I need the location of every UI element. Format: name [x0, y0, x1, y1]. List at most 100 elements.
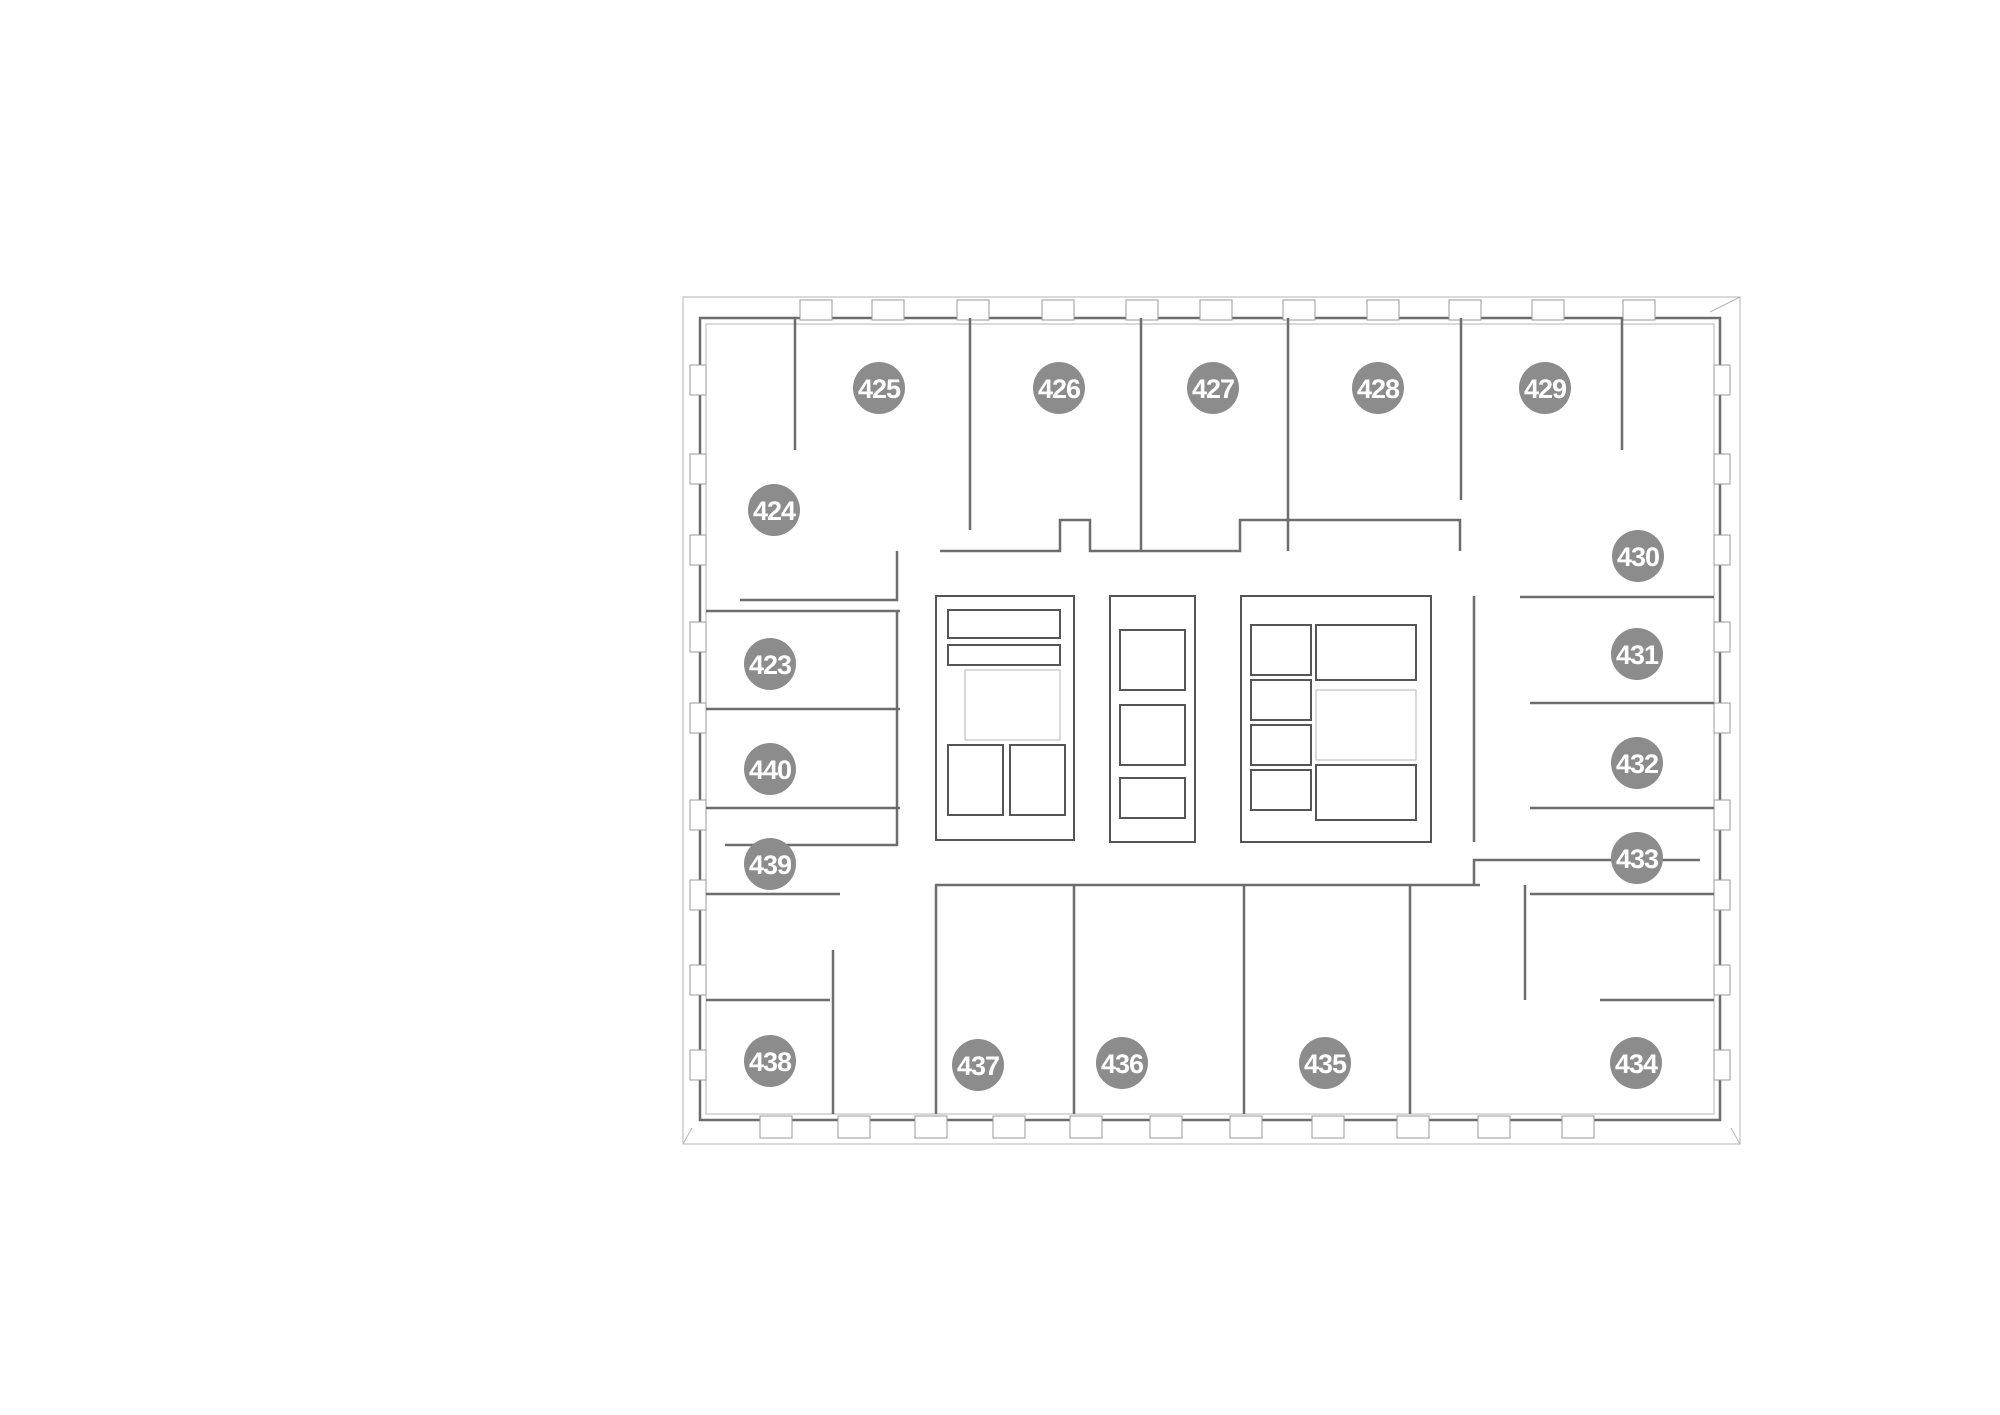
unit-number: 440: [749, 755, 791, 785]
unit-badges: 425 426 427 428 429 424 430 423 431 440 432 439 433 4…: [744, 362, 1664, 1091]
unit-badge-425[interactable]: 425: [853, 362, 905, 414]
unit-badge-436[interactable]: 436: [1096, 1037, 1148, 1089]
window: [1622, 299, 1656, 321]
stair-right: [1315, 689, 1417, 761]
badge-circle: [744, 838, 796, 890]
badge-circle: [744, 1035, 796, 1087]
unit-badge-428[interactable]: 428: [1352, 362, 1404, 414]
window: [1713, 964, 1731, 996]
badge-circle: [1611, 628, 1663, 680]
window: [689, 364, 707, 396]
window: [1282, 299, 1316, 321]
badge-circle: [1299, 1037, 1351, 1089]
outer-frame: [682, 296, 1741, 1145]
window: [689, 964, 707, 996]
unit-number: 425: [858, 374, 901, 404]
unit-badge-432[interactable]: 432: [1611, 737, 1663, 789]
badge-circle: [1096, 1037, 1148, 1089]
unit-badge-430[interactable]: 430: [1612, 530, 1664, 582]
unit-number: 424: [753, 496, 796, 526]
window: [1713, 799, 1731, 831]
unit-badge-426[interactable]: 426: [1033, 362, 1085, 414]
window: [1125, 299, 1159, 321]
stair-left: [964, 669, 1061, 741]
unit-number: 433: [1616, 844, 1659, 874]
unit-number: 434: [1615, 1049, 1658, 1079]
window: [1713, 534, 1731, 566]
windows: [689, 299, 1731, 1139]
badge-circle: [1610, 1037, 1662, 1089]
unit-badge-439[interactable]: 439: [744, 838, 796, 890]
unit-badge-440[interactable]: 440: [744, 743, 796, 795]
unit-badge-424[interactable]: 424: [748, 484, 800, 536]
window: [1561, 1115, 1595, 1139]
window: [689, 702, 707, 734]
building-core: [935, 595, 1432, 843]
unit-number: 431: [1616, 640, 1659, 670]
unit-badge-423[interactable]: 423: [744, 638, 796, 690]
window: [1448, 299, 1482, 321]
unit-number: 428: [1357, 374, 1400, 404]
window: [871, 299, 905, 321]
unit-badge-433[interactable]: 433: [1611, 832, 1663, 884]
unit-number: 432: [1616, 749, 1658, 779]
unit-number: 423: [749, 650, 792, 680]
window: [1366, 299, 1400, 321]
unit-badge-429[interactable]: 429: [1519, 362, 1571, 414]
badge-circle: [744, 638, 796, 690]
badge-circle: [748, 484, 800, 536]
window: [837, 1115, 871, 1139]
unit-number: 426: [1038, 374, 1081, 404]
unit-dividers: [706, 318, 1714, 1114]
window: [689, 534, 707, 566]
unit-badge-427[interactable]: 427: [1187, 362, 1239, 414]
unit-number: 436: [1101, 1049, 1144, 1079]
window: [1199, 299, 1233, 321]
badge-circle: [1611, 832, 1663, 884]
window: [1149, 1115, 1183, 1139]
window: [1396, 1115, 1430, 1139]
badge-circle: [1611, 737, 1663, 789]
window: [992, 1115, 1026, 1139]
badge-circle: [1187, 362, 1239, 414]
window: [1713, 702, 1731, 734]
window: [1531, 299, 1565, 321]
unit-number: 435: [1304, 1049, 1347, 1079]
window: [1713, 621, 1731, 653]
window: [1069, 1115, 1103, 1139]
window: [1713, 364, 1731, 396]
unit-number: 430: [1617, 542, 1659, 572]
window: [1713, 453, 1731, 485]
window: [1477, 1115, 1511, 1139]
window: [759, 1115, 793, 1139]
badge-circle: [853, 362, 905, 414]
badge-circle: [1519, 362, 1571, 414]
window: [689, 1049, 707, 1081]
window: [1713, 1049, 1731, 1081]
window: [689, 621, 707, 653]
window: [689, 799, 707, 831]
window: [799, 299, 833, 321]
unit-number: 429: [1524, 374, 1567, 404]
exterior-walls: [698, 316, 1722, 1122]
window: [956, 299, 990, 321]
unit-badge-438[interactable]: 438: [744, 1035, 796, 1087]
unit-badge-434[interactable]: 434: [1610, 1037, 1662, 1089]
corridor-walls: [725, 518, 1700, 887]
window: [914, 1115, 948, 1139]
unit-badge-435[interactable]: 435: [1299, 1037, 1351, 1089]
unit-number: 437: [957, 1051, 999, 1081]
window: [1311, 1115, 1345, 1139]
window: [689, 453, 707, 485]
unit-badge-431[interactable]: 431: [1611, 628, 1663, 680]
badge-circle: [1612, 530, 1664, 582]
badge-circle: [1352, 362, 1404, 414]
unit-number: 439: [749, 850, 792, 880]
unit-number: 438: [749, 1047, 792, 1077]
unit-badge-437[interactable]: 437: [952, 1039, 1004, 1091]
window: [1229, 1115, 1263, 1139]
window: [1041, 299, 1075, 321]
badge-circle: [952, 1039, 1004, 1091]
badge-circle: [1033, 362, 1085, 414]
